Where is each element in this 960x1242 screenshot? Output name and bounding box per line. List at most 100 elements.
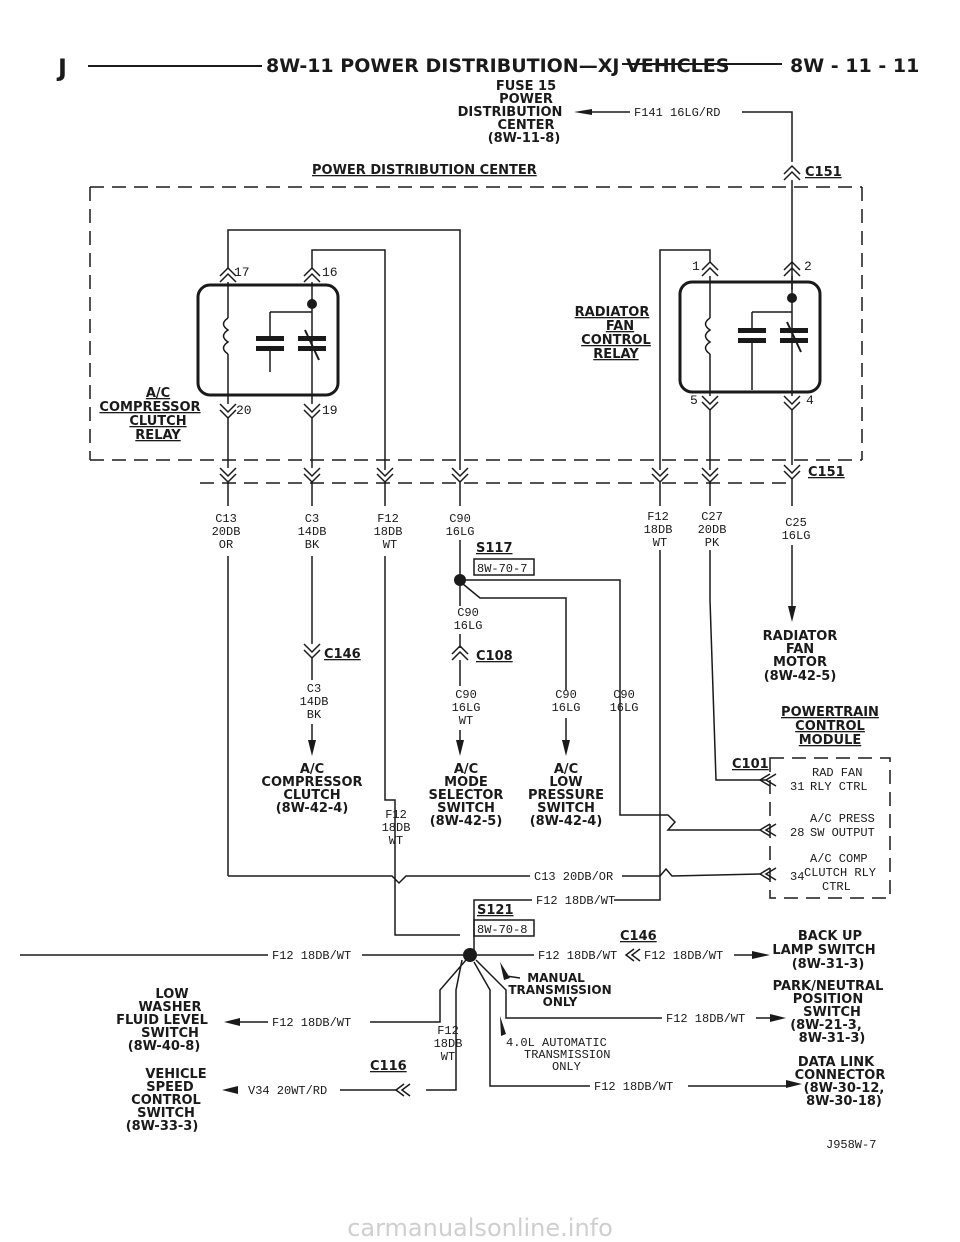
rad-relay-l3: CONTROL bbox=[581, 333, 651, 348]
w-f12h1: F12 18DB/WT bbox=[536, 894, 615, 908]
ac-low-label: A/C LOW PRESSURE SWITCH (8W-42-4) bbox=[528, 762, 604, 829]
acclutch-l4: (8W-42-4) bbox=[276, 801, 349, 816]
w-f12-c: WT bbox=[383, 538, 397, 552]
page-header: J 8W-11 POWER DISTRIBUTION—XJ VEHICLES 8… bbox=[56, 54, 919, 82]
wire-to-washer bbox=[370, 959, 467, 1023]
auto-l2: TRANSMISSION bbox=[524, 1048, 610, 1062]
datalink-l1: DATA LINK bbox=[798, 1055, 875, 1070]
manual-l1: MANUAL bbox=[527, 971, 585, 985]
wire-c90-to-low bbox=[462, 583, 567, 690]
pnp-l1: PARK/NEUTRAL bbox=[773, 979, 884, 994]
w-f12-a: F12 bbox=[377, 512, 399, 526]
fuse-line-1: FUSE 15 bbox=[496, 79, 556, 94]
vss-l4: SWITCH bbox=[137, 1106, 195, 1121]
w-c13h: C13 20DB/OR bbox=[534, 870, 613, 884]
auto-l1: 4.0L AUTOMATIC bbox=[506, 1036, 607, 1050]
backup-l2: LAMP SWITCH bbox=[772, 943, 875, 958]
rad-relay-body bbox=[678, 280, 822, 394]
ac-relay-l4: RELAY bbox=[135, 428, 181, 443]
w-f12h6: F12 18DB/WT bbox=[594, 1080, 673, 1094]
rad-relay-dot bbox=[787, 293, 797, 303]
w-c3b-b: 14DB bbox=[300, 695, 329, 709]
w-c90c-c: WT bbox=[459, 714, 473, 728]
ac-pin-20: 20 bbox=[236, 403, 252, 418]
datalink-label: DATA LINK CONNECTOR (8W-30-12, 8W-30-18) bbox=[795, 1055, 886, 1109]
header-title: 8W-11 POWER DISTRIBUTION—XJ VEHICLES bbox=[266, 55, 729, 77]
c146-b-mark bbox=[624, 948, 641, 962]
arrow-datalink bbox=[786, 1080, 802, 1088]
datalink-l4: 8W-30-18) bbox=[806, 1094, 882, 1109]
arrow-acclutch bbox=[308, 740, 316, 756]
w-f12r-c: WT bbox=[653, 536, 667, 550]
backup-l1: BACK UP bbox=[798, 929, 862, 944]
ac-clutch-label: A/C COMPRESSOR CLUTCH (8W-42-4) bbox=[261, 762, 362, 816]
rad-pin-2: 2 bbox=[804, 259, 812, 274]
rad-relay-l4: RELAY bbox=[593, 347, 639, 362]
rad-pin1-mark bbox=[701, 260, 719, 277]
backup-label: BACK UP LAMP SWITCH (8W-31-3) bbox=[772, 929, 875, 972]
wire-to-auto bbox=[473, 961, 590, 1087]
acmode-l4: SWITCH bbox=[437, 801, 495, 816]
conn-c151-bot: C151 bbox=[808, 465, 845, 480]
fuse-feed-wire bbox=[742, 111, 793, 162]
arrow-aclow bbox=[562, 740, 570, 756]
w-c27-b: 20DB bbox=[698, 523, 727, 537]
arrow-vss bbox=[222, 1086, 238, 1094]
w-c90d-a: C90 bbox=[555, 688, 577, 702]
radmotor-l4: (8W-42-5) bbox=[764, 669, 837, 684]
manual-l2: TRANSMISSION bbox=[508, 983, 611, 997]
acclutch-l1: A/C bbox=[300, 762, 324, 777]
wire-to-vss bbox=[426, 959, 463, 1091]
c151-bottom-marks bbox=[219, 464, 801, 484]
auto-label: 4.0L AUTOMATIC TRANSMISSION ONLY bbox=[506, 1036, 610, 1074]
acmode-l2: MODE bbox=[444, 775, 488, 790]
w-c25-a: C25 bbox=[785, 516, 807, 530]
fuse-line-2: POWER bbox=[499, 92, 553, 107]
c146-a-mark bbox=[303, 643, 321, 660]
fuse-line-3: DISTRIBUTION bbox=[458, 105, 563, 120]
splice-s121: S121 bbox=[477, 903, 514, 918]
c90-lower-labels: C90 16LG WT C90 16LG C90 16LG bbox=[452, 688, 639, 728]
pcm-p28b: SW OUTPUT bbox=[810, 826, 875, 840]
fuse-arrow bbox=[574, 109, 592, 115]
pdc-label: POWER DISTRIBUTION CENTER bbox=[312, 163, 537, 178]
fuse-wire-label: F141 16LG/RD bbox=[634, 106, 720, 120]
ac-relay-body bbox=[196, 283, 340, 397]
acmode-l3: SELECTOR bbox=[429, 788, 504, 803]
arrow-radmotor bbox=[788, 606, 796, 622]
w-c90c-a: C90 bbox=[455, 688, 477, 702]
ac-relay-label: A/C COMPRESSOR CLUTCH RELAY bbox=[99, 386, 200, 443]
w-f12s-b: 18DB bbox=[434, 1037, 463, 1051]
radmotor-l2: FAN bbox=[786, 642, 814, 657]
vss-l5: (8W-33-3) bbox=[126, 1119, 199, 1134]
conn-c146-b: C146 bbox=[620, 929, 657, 944]
rad-pin-4: 4 bbox=[806, 393, 814, 408]
aclow-l2: LOW bbox=[549, 775, 582, 790]
fuse-15-label: FUSE 15 POWER DISTRIBUTION CENTER (8W-11… bbox=[458, 79, 563, 146]
rad-relay-label: RADIATOR FAN CONTROL RELAY bbox=[575, 305, 651, 362]
s121-ref-box bbox=[473, 919, 535, 937]
acclutch-l3: CLUTCH bbox=[283, 788, 340, 803]
manual-label: MANUAL TRANSMISSION ONLY bbox=[508, 971, 611, 1009]
arrow-washer bbox=[224, 1018, 240, 1026]
washer-l4: SWITCH bbox=[141, 1026, 199, 1041]
datalink-l3: (8W-30-12, bbox=[804, 1081, 885, 1096]
vss-label: VEHICLE SPEED CONTROL SWITCH (8W-33-3) bbox=[126, 1067, 207, 1134]
w-f12m-b: 18DB bbox=[382, 821, 411, 835]
auto-pointer bbox=[500, 1016, 506, 1036]
ac-relay-dot bbox=[307, 299, 317, 309]
backup-l3: (8W-31-3) bbox=[792, 957, 865, 972]
w-c90d-b: 16LG bbox=[552, 701, 581, 715]
w-c90b-b: 16LG bbox=[454, 619, 483, 633]
wire-to-pnp bbox=[475, 959, 662, 1019]
s121-node bbox=[463, 948, 477, 962]
wire-c13-horizontal bbox=[228, 875, 530, 885]
pnp-l3: SWITCH bbox=[803, 1005, 861, 1020]
w-c3b-c: BK bbox=[307, 708, 322, 722]
w-f12h7: F12 18DB/WT bbox=[272, 1016, 351, 1030]
wire-f12-right-down bbox=[614, 820, 661, 901]
rad-relay-l2: FAN bbox=[606, 319, 634, 334]
pcm-p31: 31 bbox=[790, 780, 804, 794]
vss-l3: CONTROL bbox=[131, 1093, 201, 1108]
arrow-backup bbox=[752, 951, 770, 959]
